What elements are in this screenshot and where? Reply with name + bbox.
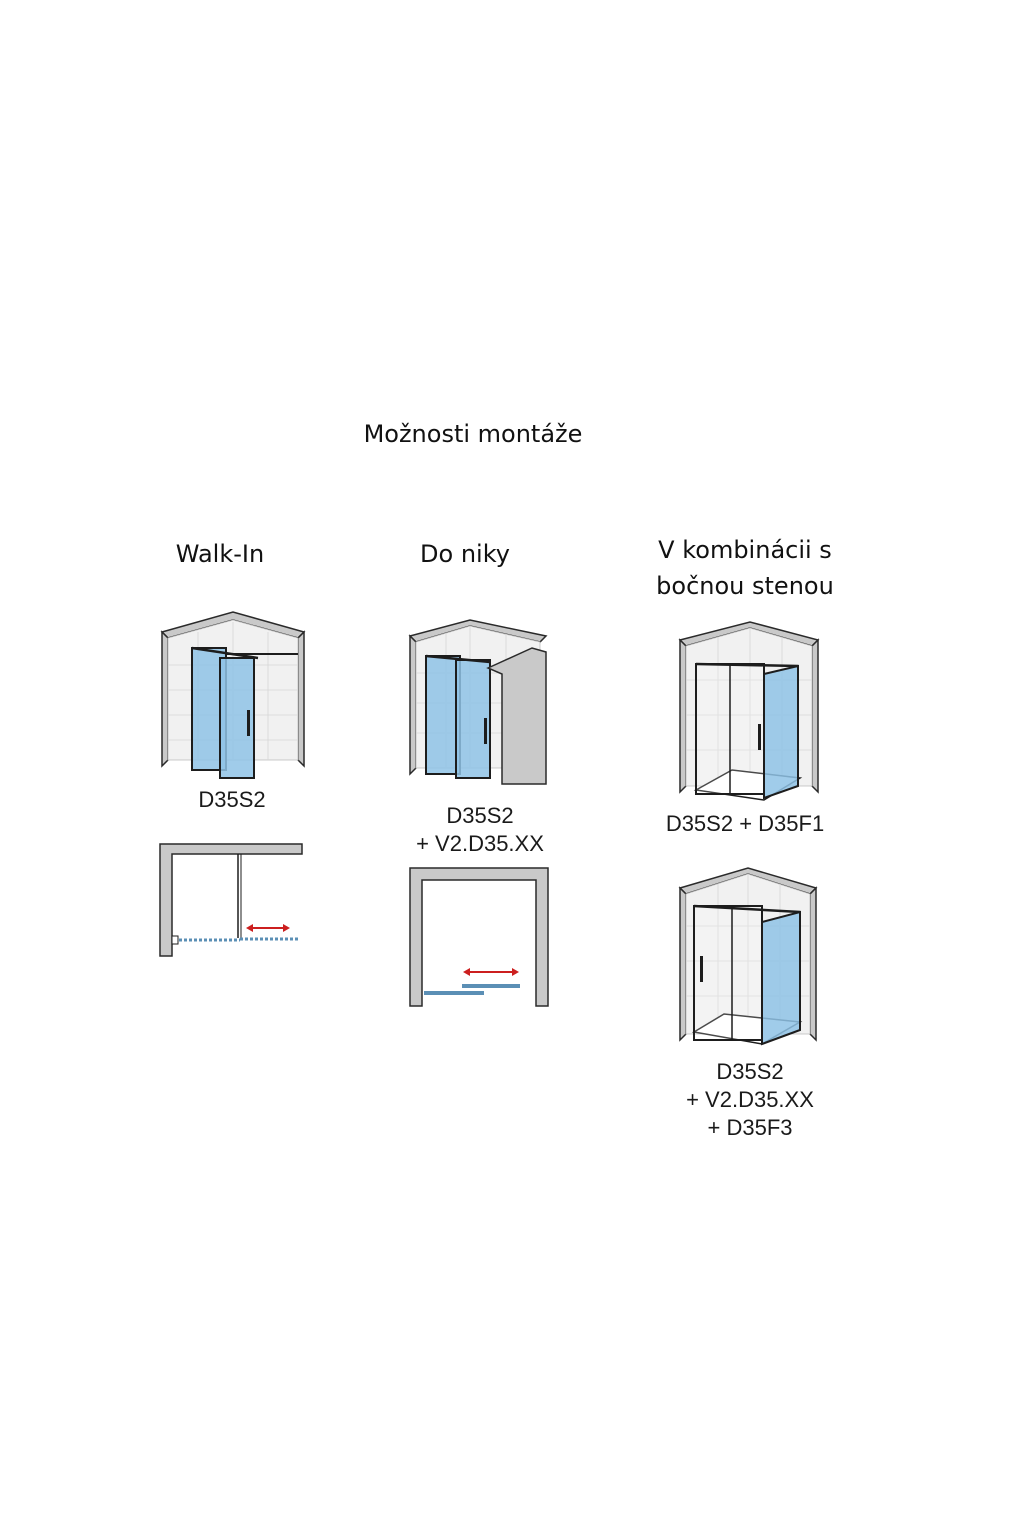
plan-wall-profile [171,935,179,945]
side-panel [761,910,801,1046]
code-combination-1: D35S2 + D35F1 [665,811,825,836]
walk-in-floor-plan [159,843,303,957]
right-wall [297,630,305,768]
heading-combination: V kombinácii s bočnou stenou [640,532,850,604]
code-do-niky-2: + V2.D35.XX [416,831,544,856]
right-wall [811,638,819,794]
code-combination-2-line-3: + D35F3 [707,1115,793,1140]
left-wall [679,638,687,794]
heading-combination-line-2: bočnou stenou [656,572,834,600]
code-do-niky-1: D35S2 [446,803,514,828]
heading-do-niky: Do niky [420,540,510,568]
right-wall [809,886,817,1042]
top-rail [693,904,801,914]
heading-walk-in: Walk-In [175,540,265,568]
plan-arrow-left-head [463,968,470,976]
combination-variant-1-illustration [678,621,820,801]
door-handle [484,718,487,744]
do-niky-3d-illustration [408,619,548,785]
door-handle [700,956,703,982]
plan-walls [159,843,303,957]
plan-walls [409,867,549,1007]
top-rail [695,662,799,668]
top-rail [191,646,259,660]
plan-arrow-left-head [246,924,253,932]
front-right-wall [486,647,547,785]
code-combination-2-line-2: + V2.D35.XX [686,1087,814,1112]
left-wall [409,634,417,776]
top-rail [425,654,491,664]
glass-fixed [425,655,461,775]
left-wall [679,886,687,1042]
codes-do-niky: D35S2 + V2.D35.XX [410,802,550,858]
code-combination-2-line-1: D35S2 [716,1059,784,1084]
plan-arrow-right-head [512,968,519,976]
side-panel [763,664,799,800]
codes-combination-2: D35S2 + V2.D35.XX + D35F3 [670,1058,830,1142]
code-walk-in: D35S2 [198,787,266,812]
plan-arrow-right-head [283,924,290,932]
walk-in-3d-illustration [160,611,306,779]
left-wall [161,630,169,768]
page-title: Možnosti montáže [363,420,583,448]
do-niky-floor-plan [409,867,549,1007]
glass-door [693,905,763,1041]
heading-combination-line-1: V kombinácii s [658,536,832,564]
door-handle [247,710,250,736]
door-handle [758,724,761,750]
combination-variant-2-illustration [678,867,818,1046]
